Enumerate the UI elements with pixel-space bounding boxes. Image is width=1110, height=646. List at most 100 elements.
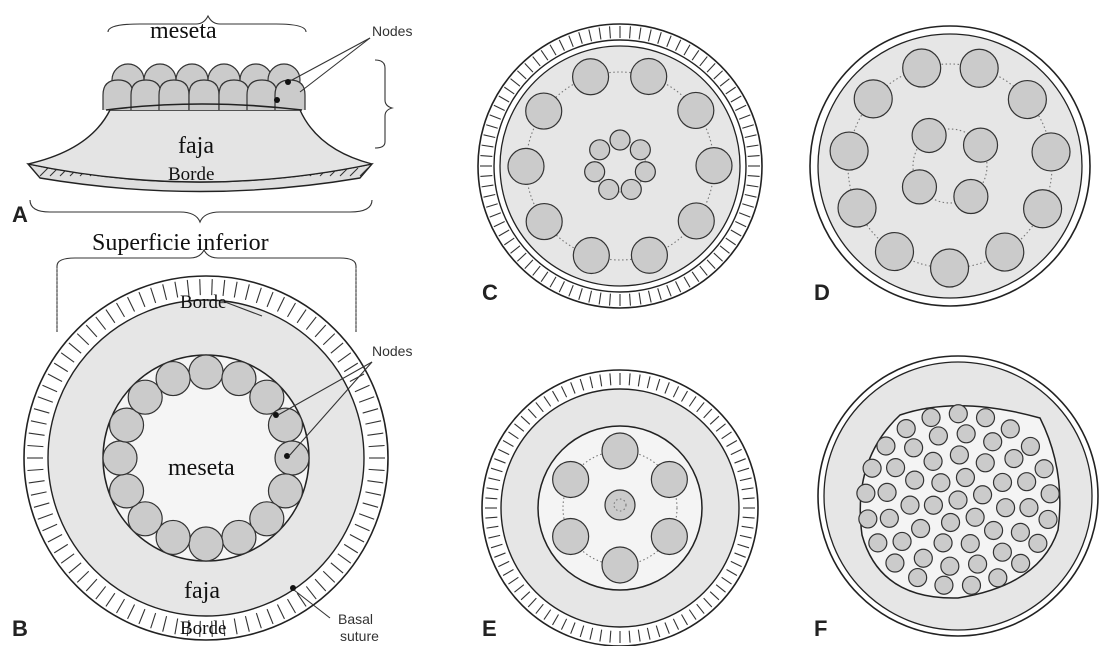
label-nodes-a: Nodes <box>372 23 412 39</box>
rim-tick <box>31 421 47 424</box>
rim-tick <box>175 619 178 635</box>
rim-tick <box>740 535 752 538</box>
rim-tick <box>487 526 499 528</box>
rim-tick <box>54 544 68 552</box>
node <box>526 93 562 129</box>
rim-tick <box>533 266 540 275</box>
rim-tick <box>734 553 745 557</box>
rim-tick <box>727 570 737 576</box>
rim-tick <box>720 79 729 86</box>
label-faja-a: faja <box>178 133 214 159</box>
rim-tick <box>553 615 559 625</box>
rim-tick <box>734 459 745 463</box>
rim-tick <box>638 630 640 642</box>
rim-tick <box>742 488 754 490</box>
rim-tick <box>359 397 374 402</box>
node <box>268 408 302 442</box>
rim-tick <box>485 498 497 499</box>
rim-tick <box>277 297 284 311</box>
node <box>678 92 714 128</box>
node <box>1039 510 1057 528</box>
node <box>590 140 610 160</box>
rim-tick <box>350 374 364 382</box>
node <box>573 59 609 95</box>
nodes-row-lower <box>103 80 305 110</box>
node <box>599 179 619 199</box>
rim-tick <box>541 50 548 60</box>
rim-tick <box>740 478 752 481</box>
rim-tick <box>29 433 45 435</box>
node <box>914 549 932 567</box>
rim-tick <box>553 391 559 401</box>
suture-dot <box>290 585 296 591</box>
rim-tick <box>498 561 509 566</box>
rim-tick <box>484 135 496 138</box>
rim-tick <box>528 598 536 607</box>
node <box>1024 190 1062 228</box>
rim-tick <box>589 30 592 42</box>
rim-tick <box>494 105 505 110</box>
node <box>984 433 1002 451</box>
rim-tick <box>561 619 566 630</box>
rim-tick <box>689 610 696 620</box>
rim-tick <box>731 561 742 566</box>
rim-tick <box>521 592 530 600</box>
rim-tick <box>710 592 719 600</box>
rim-tick <box>503 441 513 447</box>
node <box>964 128 998 162</box>
rim-tick <box>288 303 296 317</box>
node <box>960 49 998 87</box>
node <box>954 180 988 214</box>
rim-tick <box>648 291 651 303</box>
rim-tick <box>363 503 378 507</box>
rim-tick <box>571 382 575 393</box>
rim-tick <box>96 317 106 330</box>
rim-tick <box>86 579 97 591</box>
panel-letter-d: D <box>814 280 830 305</box>
rim-tick <box>484 194 496 197</box>
rim-tick <box>350 535 364 543</box>
node <box>869 534 887 552</box>
rim-tick <box>580 379 584 390</box>
rim-tick <box>490 115 501 119</box>
rim-tick <box>369 469 385 470</box>
node <box>830 132 868 170</box>
rim-tick <box>738 544 749 548</box>
rim-tick <box>245 284 249 300</box>
node <box>103 80 133 110</box>
rim-tick <box>648 30 651 42</box>
rim-tick <box>106 310 115 323</box>
node <box>880 509 898 527</box>
panel-d: D <box>810 26 1090 306</box>
rim-tick <box>488 478 500 481</box>
rim-tick <box>514 424 523 431</box>
rim-tick <box>267 292 273 307</box>
rim-tick <box>714 71 723 79</box>
node <box>605 490 635 520</box>
rim-tick <box>739 213 750 217</box>
rim-tick <box>485 517 497 518</box>
rim-tick <box>306 317 316 330</box>
rim-tick <box>338 554 351 563</box>
panel-letter-e: E <box>482 616 497 641</box>
rim-tick <box>743 517 755 518</box>
rim-tick <box>710 416 719 424</box>
rim-tick <box>727 441 737 447</box>
rim-tick <box>656 379 660 390</box>
rim-tick <box>720 246 729 253</box>
rim-tick <box>86 325 97 337</box>
rim-tick <box>731 96 741 102</box>
node <box>651 462 687 498</box>
node <box>103 441 137 475</box>
rim-tick <box>175 282 178 298</box>
node <box>934 534 952 552</box>
rim-tick <box>647 628 650 640</box>
rim-tick <box>742 526 754 528</box>
rim-tick <box>31 492 47 495</box>
node <box>897 420 915 438</box>
node <box>630 140 650 160</box>
node <box>935 576 953 594</box>
label-meseta-top: meseta <box>150 18 217 44</box>
rim-tick <box>599 28 601 40</box>
node <box>886 554 904 572</box>
